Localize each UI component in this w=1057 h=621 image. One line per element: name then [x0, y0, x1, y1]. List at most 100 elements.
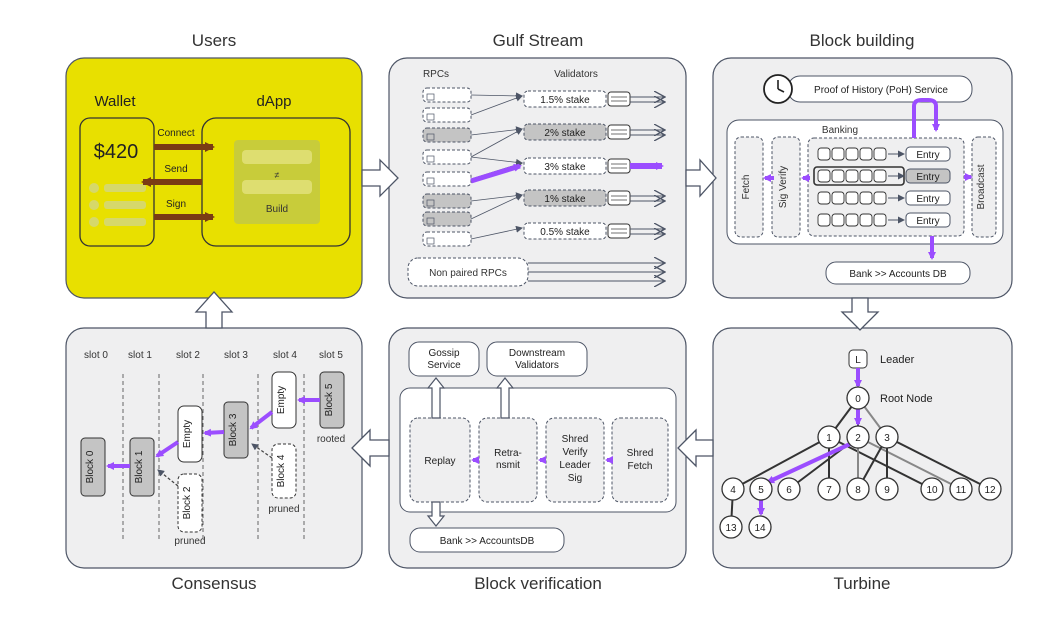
- poh-loop-arrow: [912, 98, 940, 138]
- transaction-slot: [859, 169, 873, 183]
- replay-to-bank-arrow: [426, 501, 446, 527]
- transaction-slot: [845, 169, 859, 183]
- turbine-node-label: 0: [855, 394, 861, 405]
- block-verification-title: Block verification: [474, 574, 602, 593]
- non-paired-rpcs-box: [407, 257, 529, 287]
- block-3-label: Block 3: [228, 413, 239, 446]
- rpc-validator-link: [470, 192, 523, 202]
- rpc-node: [422, 107, 472, 123]
- block-4: [271, 443, 297, 499]
- gulf-stream-title: Gulf Stream: [493, 31, 584, 50]
- consensus-title: Consensus: [171, 574, 256, 593]
- entry-label: Entry: [916, 150, 939, 161]
- turbine-edge: [732, 436, 830, 490]
- turbine-node: [817, 425, 841, 449]
- block-1-label: Block 1: [134, 450, 145, 483]
- dapp-field: [242, 150, 312, 164]
- users-panel: Users Wallet dApp $420 ≠ Build Connect S…: [65, 31, 363, 299]
- slot-label: slot 1: [128, 350, 152, 361]
- turbine-edge: [857, 436, 962, 490]
- turbine-node: [949, 477, 973, 501]
- users-title: Users: [192, 31, 236, 50]
- rpc-column: [422, 87, 472, 247]
- retransmit-to-downstream-arrow: [495, 377, 515, 419]
- banking-label: Banking: [822, 125, 858, 136]
- turbine-node: [846, 386, 870, 410]
- turbine-node: [817, 477, 841, 501]
- block-3: [223, 401, 249, 459]
- rpc-node-icon: [426, 113, 435, 121]
- transaction-slot: [831, 191, 845, 205]
- block-building-title: Block building: [810, 31, 915, 50]
- rpc-validator-link: [470, 128, 523, 158]
- downstream-line-1: Downstream: [509, 348, 565, 359]
- verification-to-consensus-arrow: [351, 428, 390, 468]
- entry-label: Entry: [916, 194, 939, 205]
- pruned-label-block-2: pruned: [174, 536, 205, 547]
- replay-to-gossip-arrow: [426, 377, 446, 419]
- transaction-slot: [859, 147, 873, 161]
- rpc-node-icon: [426, 177, 435, 185]
- send-label: Send: [164, 164, 187, 175]
- turbine-to-verification-arrow: [677, 428, 714, 468]
- turbine-node-label: 14: [754, 523, 766, 534]
- validator-stake-box: [523, 157, 607, 175]
- turbine-node-label: 2: [855, 433, 861, 444]
- non-paired-rpcs-label: Non paired RPCs: [429, 268, 507, 279]
- entry-box: [905, 212, 951, 228]
- downstream-line-2: Validators: [515, 360, 559, 371]
- turbine-title: Turbine: [833, 574, 890, 593]
- replay-label: Replay: [424, 456, 455, 467]
- turbine-node-label: 5: [758, 485, 764, 496]
- turbine-node: [920, 477, 944, 501]
- block2-to-block1-arrow: [157, 469, 179, 487]
- empty-slot-2: [177, 405, 203, 463]
- gulf-stream-panel: Gulf Stream RPCs Validators 1.5% stake2%…: [388, 31, 687, 299]
- rpc-validator-link: [470, 225, 523, 240]
- turbine-node: [978, 477, 1002, 501]
- turbine-node-label: 11: [956, 485, 967, 496]
- rpc-node: [422, 193, 472, 209]
- turbine-node: [719, 515, 743, 539]
- rpc-validator-link: [470, 194, 523, 220]
- rpc-node-icon: [426, 217, 435, 225]
- building-to-turbine-arrow: [840, 297, 880, 331]
- turbine-node-label: 12: [984, 485, 996, 496]
- leader-label: Leader: [880, 354, 915, 366]
- server-icon: [607, 91, 631, 107]
- validator-stake-box: [523, 189, 607, 207]
- shred-verify-line-4: Sig: [568, 473, 582, 484]
- turbine-node-label: 9: [884, 485, 890, 496]
- shred-verify-line-2: Verify: [562, 447, 587, 458]
- transaction-slot: [859, 191, 873, 205]
- rpc-node: [422, 87, 472, 103]
- slot-label: slot 2: [176, 350, 200, 361]
- turbine-node: [846, 425, 870, 449]
- slot-label: slot 3: [224, 350, 248, 361]
- turbine-node-label: 6: [786, 485, 792, 496]
- turbine-node-label: 4: [730, 485, 736, 496]
- rpcs-label: RPCs: [423, 69, 449, 80]
- turbine-node-label: 13: [725, 523, 737, 534]
- turbine-node: [875, 477, 899, 501]
- server-icon: [607, 190, 631, 206]
- transaction-slot: [817, 191, 831, 205]
- shred-fetch-line-2: Fetch: [627, 461, 652, 472]
- entry-label: Entry: [916, 172, 939, 183]
- shred-verify-line-3: Leader: [559, 460, 591, 471]
- slot-label: slot 4: [273, 350, 297, 361]
- leader-node-label: L: [855, 355, 861, 366]
- turbine-edge: [886, 436, 991, 490]
- transaction-slot: [845, 147, 859, 161]
- transaction-slot: [873, 213, 887, 227]
- transaction-slot: [817, 213, 831, 227]
- retransmit-line-2: nsmit: [496, 460, 520, 471]
- consensus-to-users-arrow: [194, 291, 234, 329]
- server-icon: [607, 223, 631, 239]
